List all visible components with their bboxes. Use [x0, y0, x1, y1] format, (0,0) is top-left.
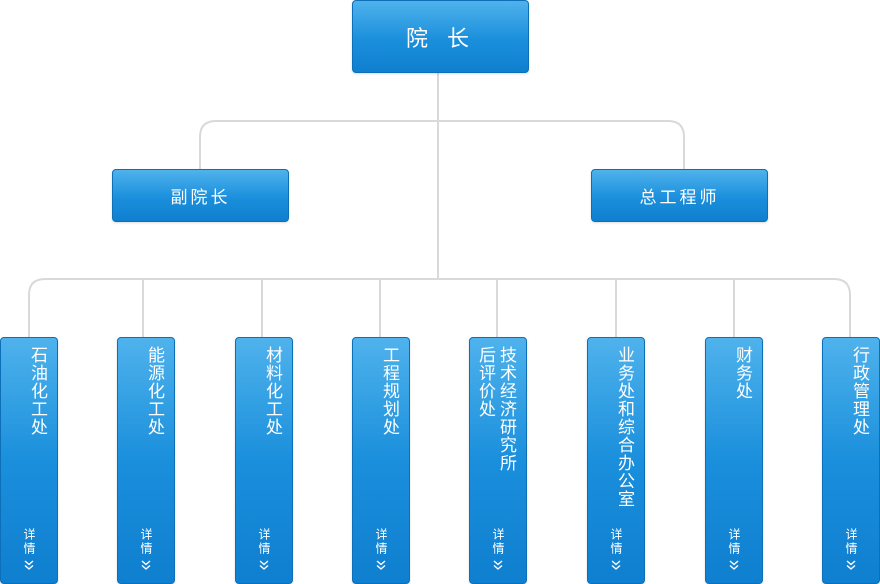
detail-link[interactable]: 详情	[470, 528, 526, 571]
vice-dean-box[interactable]: 副院长	[112, 169, 289, 222]
chevron-double-down-icon	[141, 560, 151, 570]
dean-box[interactable]: 院 长	[352, 0, 529, 73]
chevron-double-down-icon	[846, 560, 856, 570]
chief-engineer-box[interactable]: 总工程师	[591, 169, 768, 222]
chevron-double-down-icon	[259, 560, 269, 570]
detail-link[interactable]: 详情	[353, 528, 409, 571]
detail-link[interactable]: 详情	[706, 528, 762, 571]
department-card[interactable]: 业务处和综合办公室 详情	[587, 337, 645, 584]
detail-link[interactable]: 详情	[588, 528, 644, 571]
department-name: 能源化工处	[144, 346, 164, 436]
detail-label: 详情	[491, 528, 505, 556]
detail-label: 详情	[844, 528, 858, 556]
chevron-double-down-icon	[24, 560, 34, 570]
department-card[interactable]: 能源化工处 详情	[117, 337, 175, 584]
dean-label: 院 长	[406, 26, 475, 52]
vice-dean-label: 副院长	[170, 188, 231, 208]
department-name: 财务处	[732, 346, 752, 400]
department-card[interactable]: 材料化工处 详情	[235, 337, 293, 584]
detail-label: 详情	[139, 528, 153, 556]
detail-link[interactable]: 详情	[236, 528, 292, 571]
department-card[interactable]: 技术经济研究所后评价处 详情	[469, 337, 527, 584]
department-name: 行政管理处	[849, 346, 869, 436]
detail-label: 详情	[257, 528, 271, 556]
detail-link[interactable]: 详情	[118, 528, 174, 571]
department-name: 材料化工处	[262, 346, 282, 436]
detail-label: 详情	[609, 528, 623, 556]
department-card[interactable]: 行政管理处 详情	[822, 337, 880, 584]
detail-label: 详情	[727, 528, 741, 556]
chief-engineer-label: 总工程师	[639, 188, 720, 208]
department-name: 工程规划处	[379, 346, 399, 436]
chevron-double-down-icon	[493, 560, 503, 570]
chevron-double-down-icon	[376, 560, 386, 570]
department-card[interactable]: 财务处 详情	[705, 337, 763, 584]
department-name: 技术经济研究所后评价处	[475, 346, 516, 472]
detail-label: 详情	[22, 528, 36, 556]
department-name: 业务处和综合办公室	[614, 346, 634, 508]
chevron-double-down-icon	[729, 560, 739, 570]
department-card[interactable]: 工程规划处 详情	[352, 337, 410, 584]
detail-link[interactable]: 详情	[1, 528, 57, 571]
detail-link[interactable]: 详情	[823, 528, 879, 571]
chevron-double-down-icon	[611, 560, 621, 570]
department-name: 石油化工处	[27, 346, 47, 436]
detail-label: 详情	[374, 528, 388, 556]
department-card[interactable]: 石油化工处 详情	[0, 337, 58, 584]
